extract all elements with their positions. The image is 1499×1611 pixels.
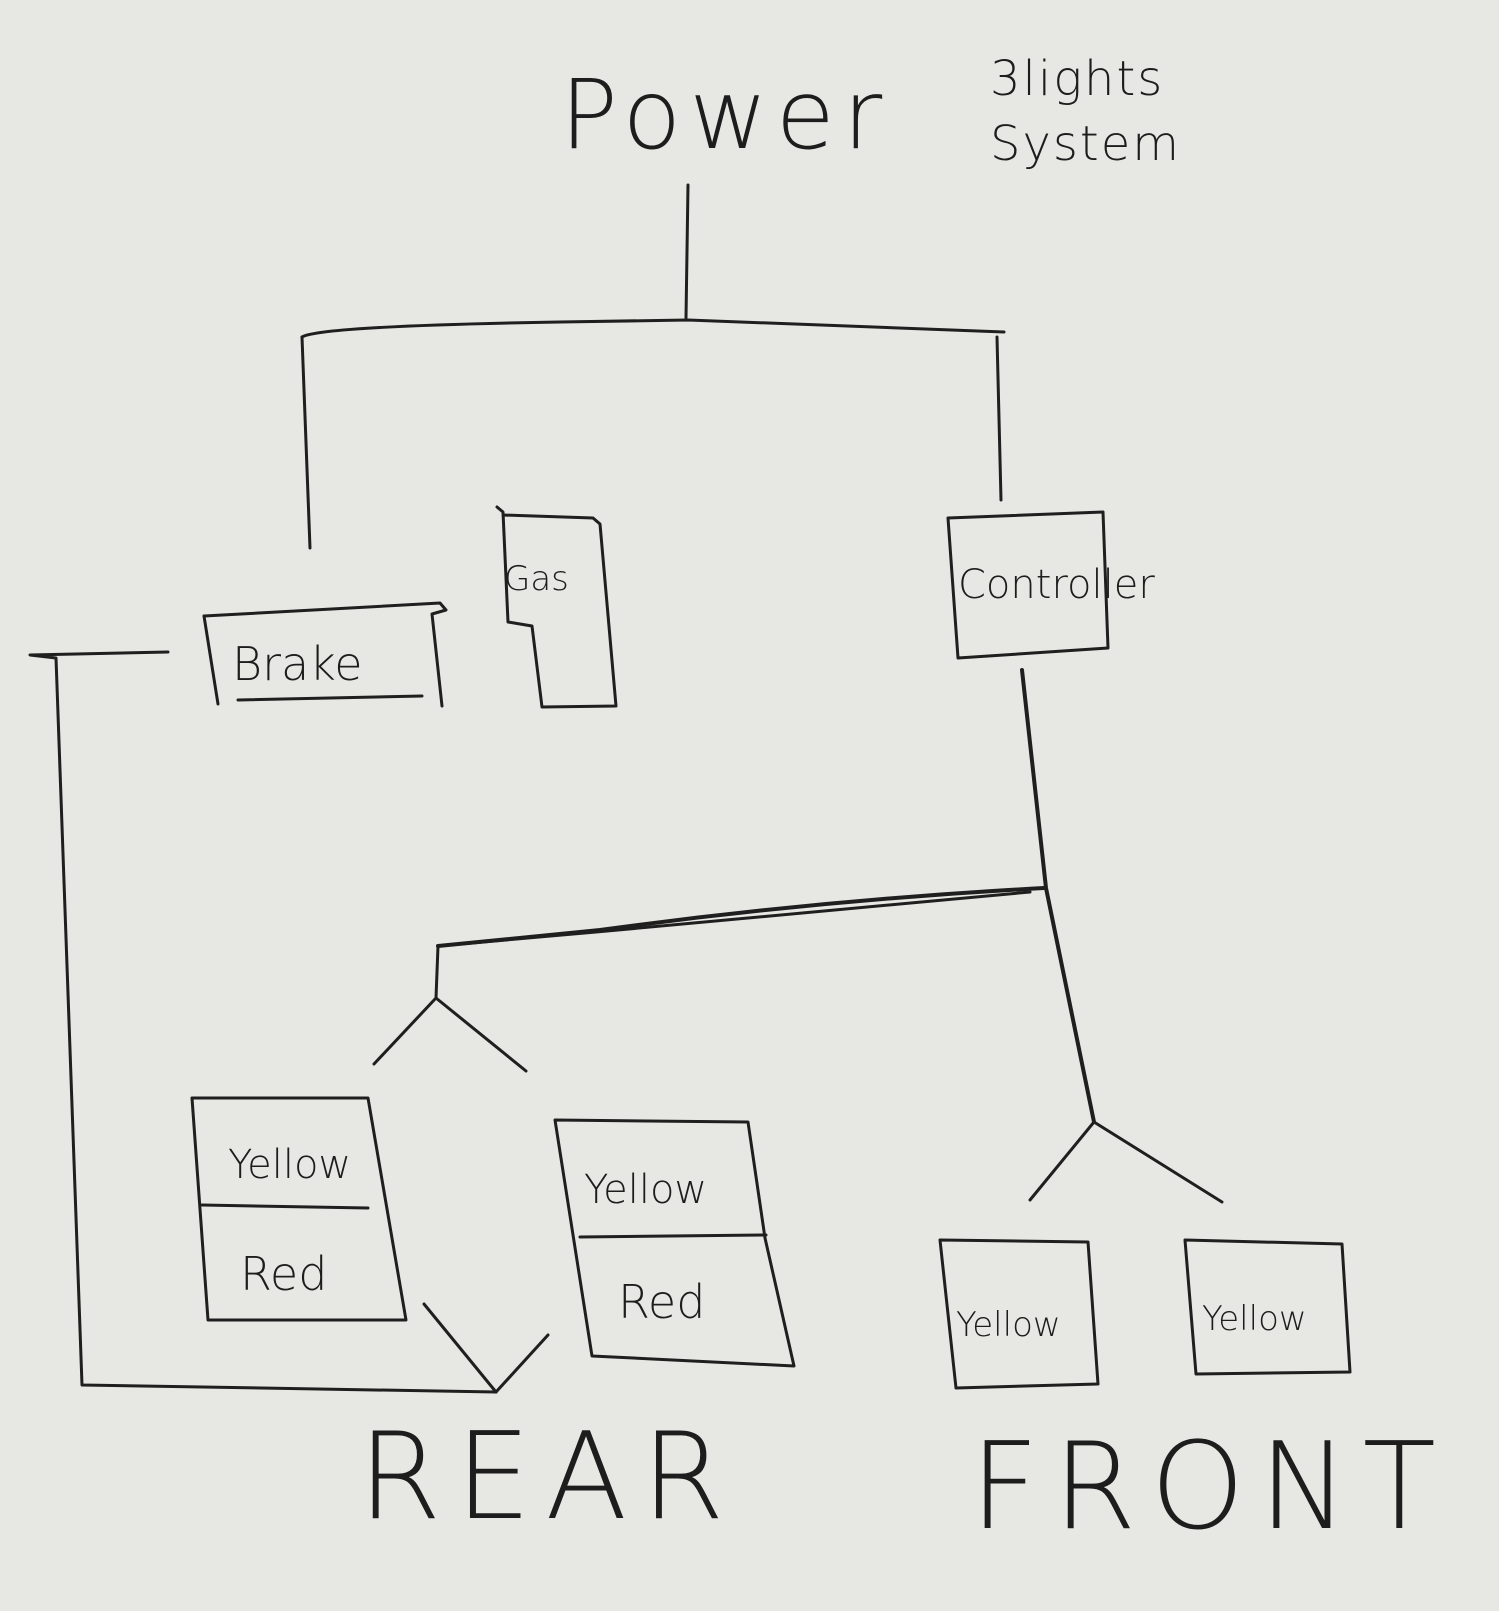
rear-branch-wire [436,886,1046,948]
rear-join-left [422,1302,498,1394]
controller-box: Controller [946,510,1155,660]
front-left-label: Yellow [956,1305,1061,1345]
note-line-1: 3lights [990,51,1164,107]
rear-split-right [434,996,528,1073]
controller-feed-wire [995,335,1003,502]
power-trunk-wire [684,183,690,320]
rear-right-top-label: Yellow [584,1167,707,1213]
rear-right-bottom-label: Red [618,1275,705,1329]
rear-split-stem [434,944,440,1000]
brake-box: Brake [202,601,448,708]
rear-left-top-label: Yellow [228,1142,351,1188]
rear-split-left [372,996,438,1066]
rear-left-bottom-label: Red [240,1247,327,1301]
gas-label: Gas [504,559,569,599]
rear-join-right [494,1333,550,1394]
rear-left-light: Yellow Red [190,1096,408,1322]
diagram-title: Power [560,59,890,171]
front-right-light: Yellow [1183,1238,1352,1376]
front-group-label: FRONT [970,1418,1450,1557]
brake-output-wire [28,650,498,1394]
brake-feed-wire [300,335,312,550]
front-split-right [1092,1120,1224,1204]
front-right-label: Yellow [1202,1299,1307,1339]
controller-label: Controller [958,562,1155,608]
brake-label: Brake [232,637,363,691]
note-line-2: System [990,116,1181,172]
rear-right-light: Yellow Red [553,1118,796,1368]
power-bus-wire [300,318,1006,339]
rear-branch-return-wire [436,890,1032,948]
front-split-left [1028,1120,1096,1202]
gas-box: Gas [495,505,618,709]
rear-group-label: REAR [358,1408,739,1547]
front-left-light: Yellow [938,1238,1100,1390]
